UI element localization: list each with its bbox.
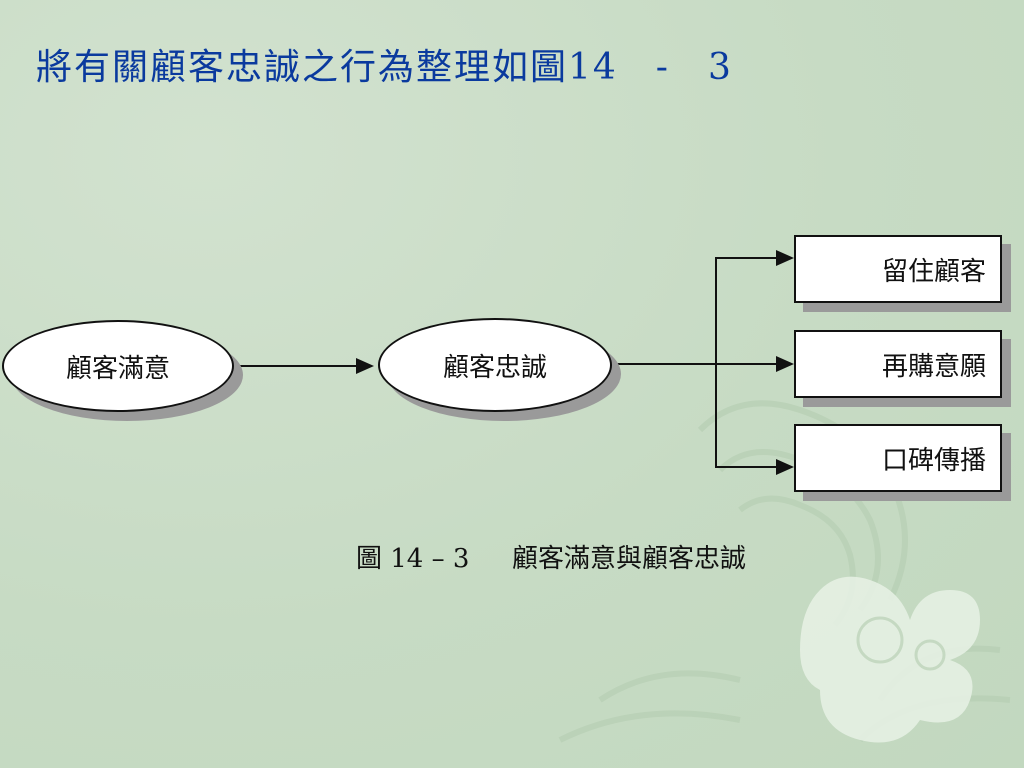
arrow-loyalty-to-retention: [715, 257, 776, 364]
figure-number: 圖 14 – 3: [356, 544, 470, 574]
arrowhead-retention: [776, 250, 794, 266]
arrowhead-loyalty: [356, 358, 374, 374]
outcome-label-word-of-mouth: 口碑傳播: [881, 445, 986, 476]
outcome-box-retention: 留住顧客: [794, 235, 1002, 303]
arrow-loyalty-to-wordofmouth: [715, 364, 776, 468]
customer-satisfaction-node: 顧客滿意: [2, 320, 234, 412]
figure-caption-text: 顧客滿意與顧客忠誠: [511, 544, 746, 574]
arrowhead-repurchase: [776, 356, 794, 372]
slide-title: 將有關顧客忠誠之行為整理如圖14 - 3: [36, 47, 733, 88]
outcome-label-repurchase: 再購意願: [881, 351, 986, 382]
customer-loyalty-node: 顧客忠誠: [378, 318, 612, 412]
outcome-box-repurchase: 再購意願: [794, 330, 1002, 398]
customer-satisfaction-label: 顧客滿意: [65, 353, 170, 384]
figure-caption: 圖 14 – 3 顧客滿意與顧客忠誠: [356, 538, 746, 575]
arrowhead-wordofmouth: [776, 459, 794, 475]
outcome-box-word-of-mouth: 口碑傳播: [794, 424, 1002, 492]
outcome-label-retention: 留住顧客: [881, 256, 986, 287]
customer-loyalty-label: 顧客忠誠: [442, 352, 547, 383]
